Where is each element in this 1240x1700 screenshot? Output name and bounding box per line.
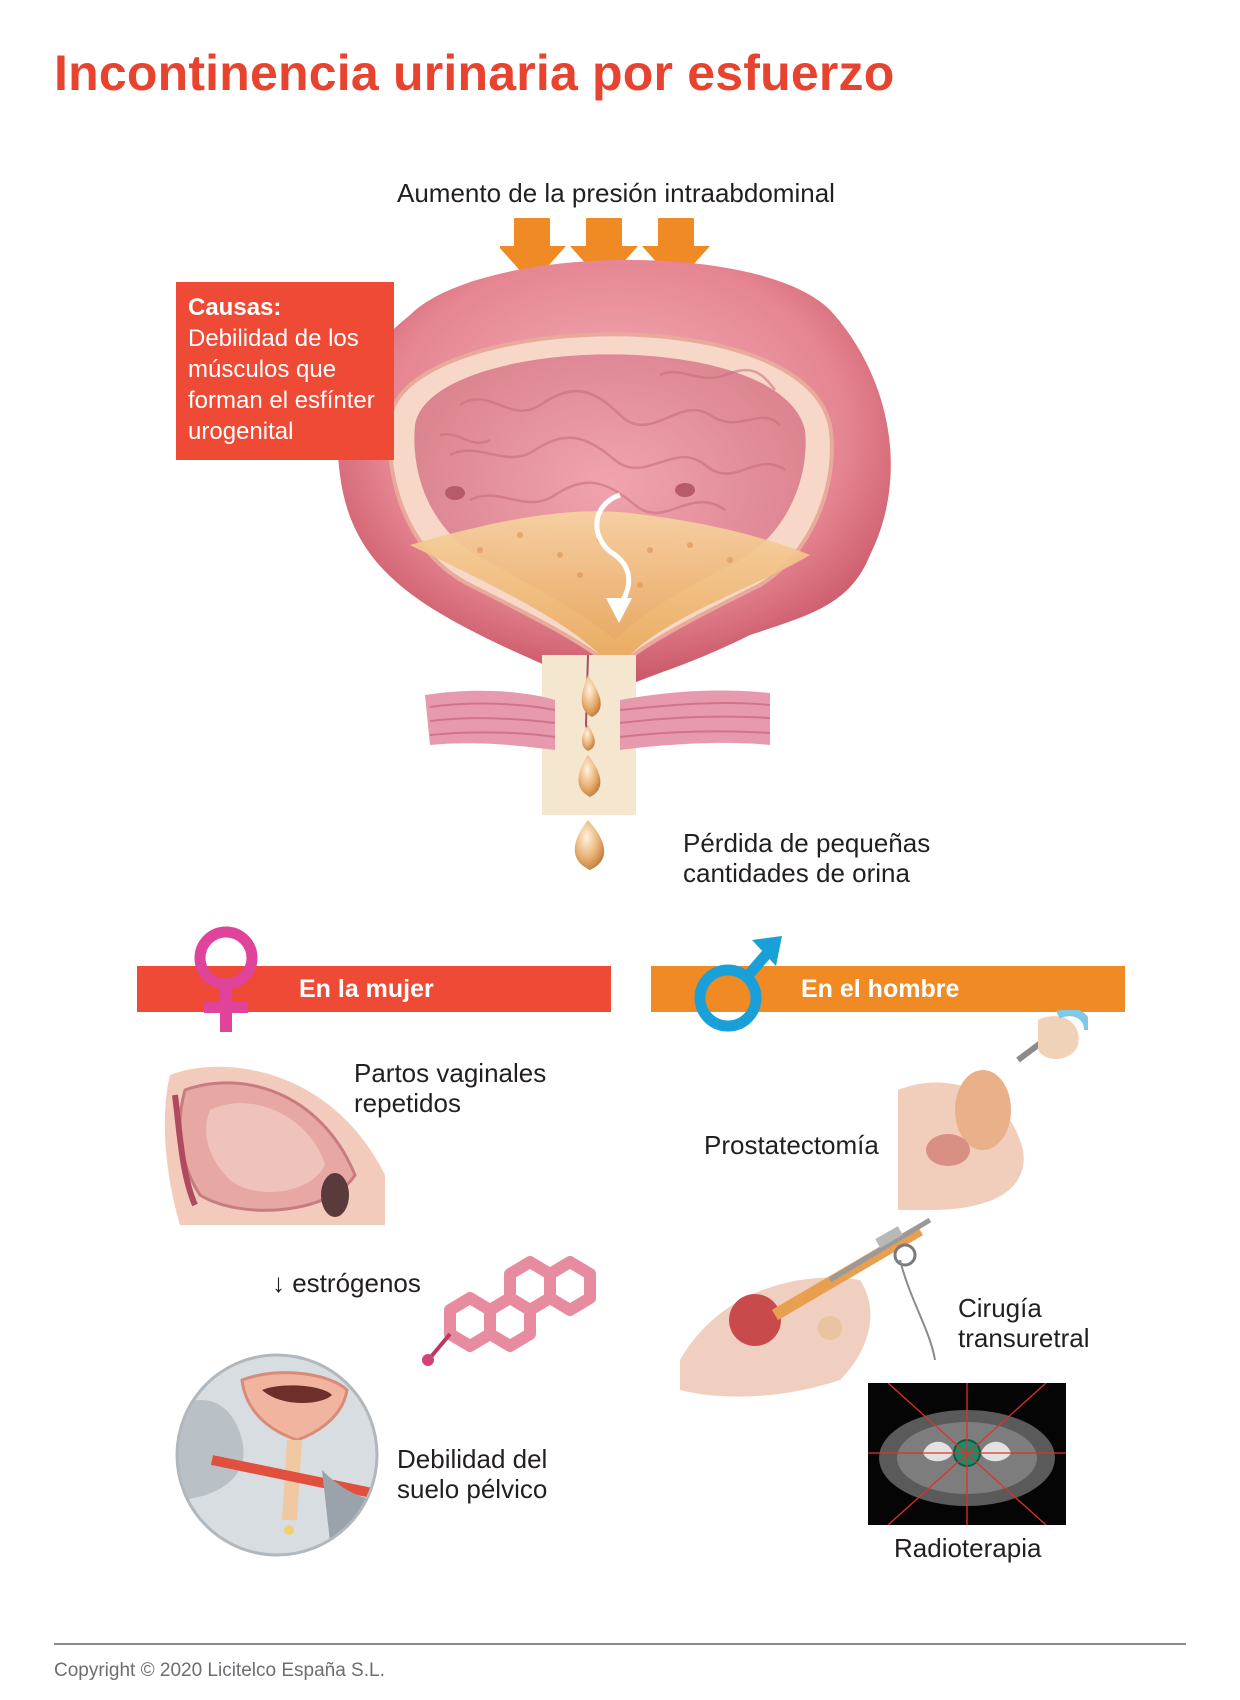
footer-divider <box>54 1643 1186 1645</box>
causes-text: Debilidad de los músculos que forman el … <box>188 325 375 445</box>
bladder-illustration <box>338 259 891 870</box>
men-item-3: Radioterapia <box>894 1533 1042 1563</box>
down-arrow-icon <box>500 218 566 284</box>
causes-box: Causas: Debilidad de los músculos que fo… <box>176 282 394 460</box>
women-item-1: Partos vaginales repetidos <box>354 1058 547 1118</box>
pregnancy-illustration <box>164 1066 385 1225</box>
down-arrow-icon <box>642 218 710 284</box>
copyright: Copyright © 2020 Licitelco España S.L. <box>54 1660 385 1681</box>
men-band-label: En el hombre <box>801 974 960 1003</box>
pelvic-floor-illustration <box>175 1353 379 1557</box>
men-item-2: Cirugía transuretral <box>958 1293 1090 1353</box>
down-arrow-icon <box>570 218 638 284</box>
prostatectomy-illustration <box>898 1010 1088 1210</box>
women-band-label: En la mujer <box>299 974 434 1003</box>
women-item-3: Debilidad del suelo pélvico <box>397 1444 548 1504</box>
ct-scan-image <box>868 1383 1066 1525</box>
male-symbol-icon <box>694 936 782 1032</box>
pressure-arrows <box>500 218 710 284</box>
transurethral-surgery-illustration <box>680 1217 936 1397</box>
page-title: Incontinencia urinaria por esfuerzo <box>54 45 895 101</box>
pressure-label: Aumento de la presión intraabdominal <box>397 178 835 208</box>
female-symbol-icon <box>194 926 258 1032</box>
men-item-1: Prostatectomía <box>704 1130 879 1160</box>
causes-heading: Causas: <box>188 294 282 321</box>
men-band: En el hombre <box>651 966 1125 1012</box>
women-item-2: ↓ estrógenos <box>272 1268 421 1298</box>
leak-label: Pérdida de pequeñas cantidades de orina <box>683 828 931 888</box>
estrogen-molecule-icon <box>422 1256 596 1366</box>
women-band: En la mujer <box>137 966 611 1012</box>
